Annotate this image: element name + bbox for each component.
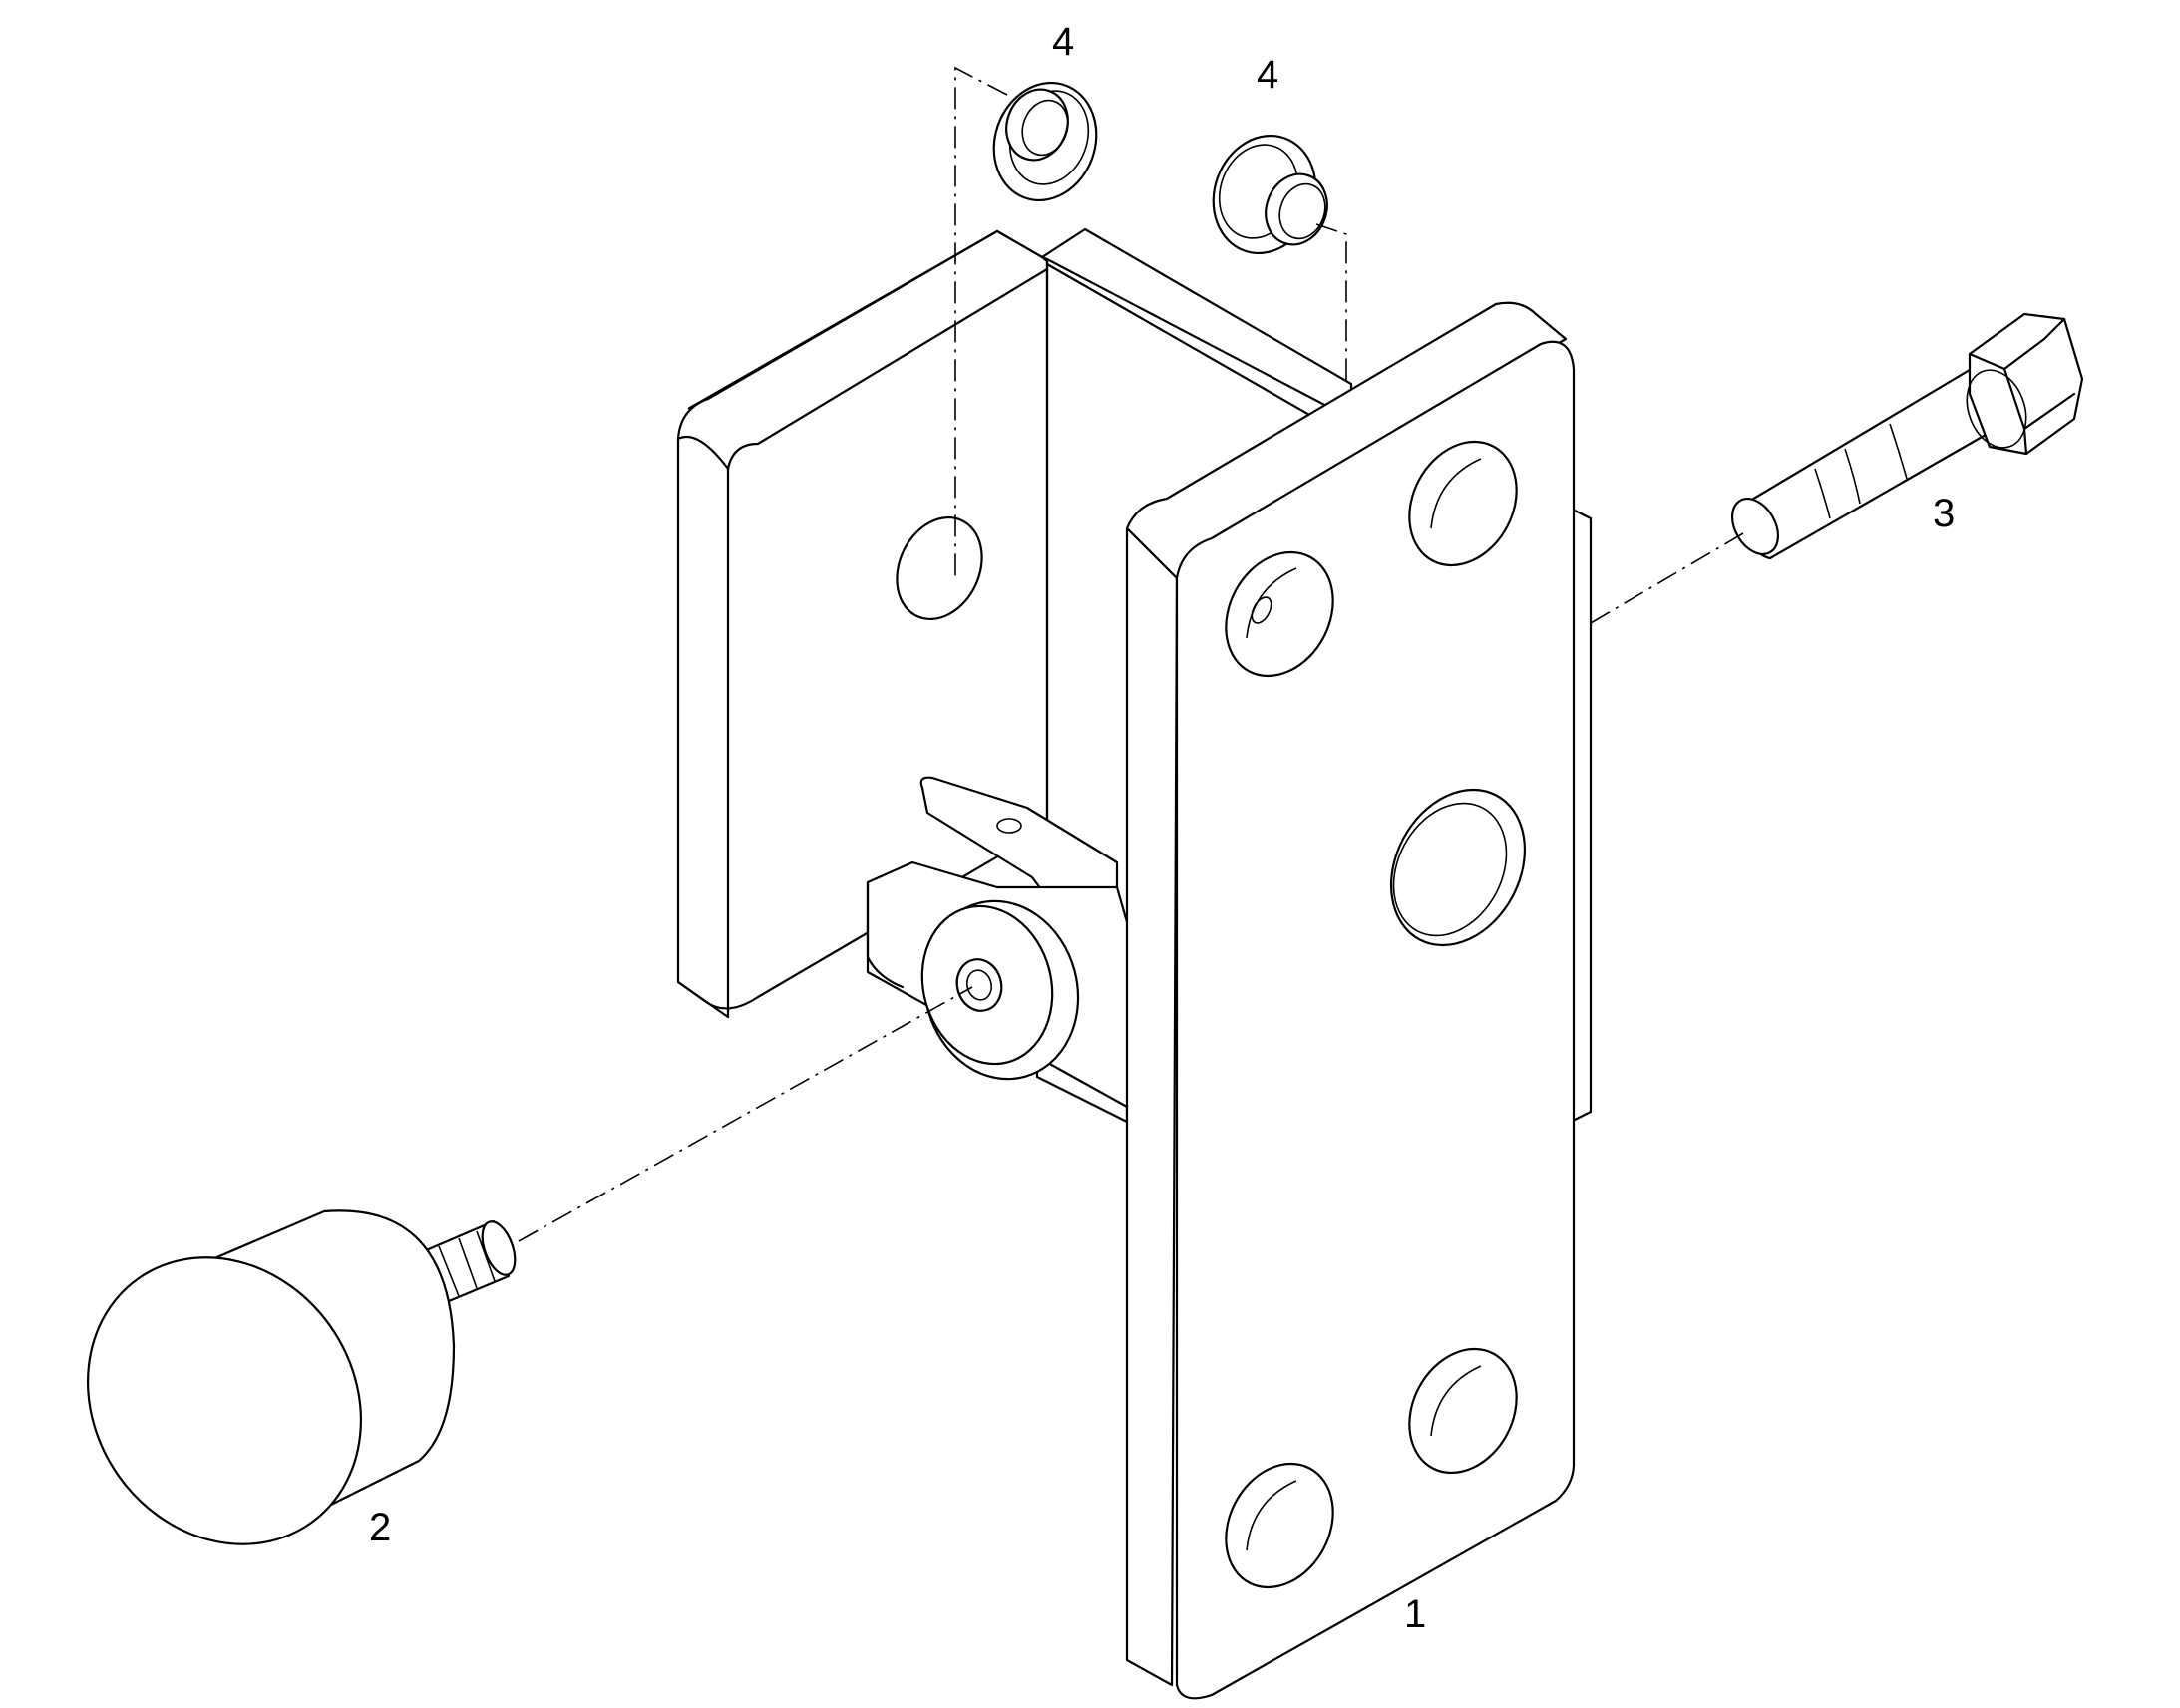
- knob-face: [86, 1256, 363, 1545]
- bushing-left: [992, 81, 1098, 202]
- front-plate-hole: [1389, 788, 1527, 947]
- front-plate-hole: [1225, 1462, 1334, 1589]
- callout-part-4a: 4: [1052, 20, 1074, 64]
- callout-part-2: 2: [369, 1506, 391, 1549]
- callout-part-1: 1: [1404, 1592, 1426, 1636]
- bushing-right: [1212, 134, 1328, 255]
- callout-part-4b: 4: [1257, 53, 1278, 97]
- hex-bolt: [1730, 312, 2084, 560]
- front-plate-hole: [1408, 440, 1518, 567]
- callout-part-3: 3: [1933, 492, 1955, 535]
- front-plate-hole: [1408, 1347, 1518, 1475]
- front-plate: [1125, 301, 1576, 1700]
- pressure-wheel: [920, 899, 1080, 1081]
- callouts: 4 4 3 2 1: [369, 20, 1955, 1636]
- knob: [86, 1209, 517, 1545]
- assembly-lines: [518, 66, 1744, 1242]
- front-plate-hole: [1225, 550, 1334, 678]
- back-plate-hole: [896, 515, 983, 621]
